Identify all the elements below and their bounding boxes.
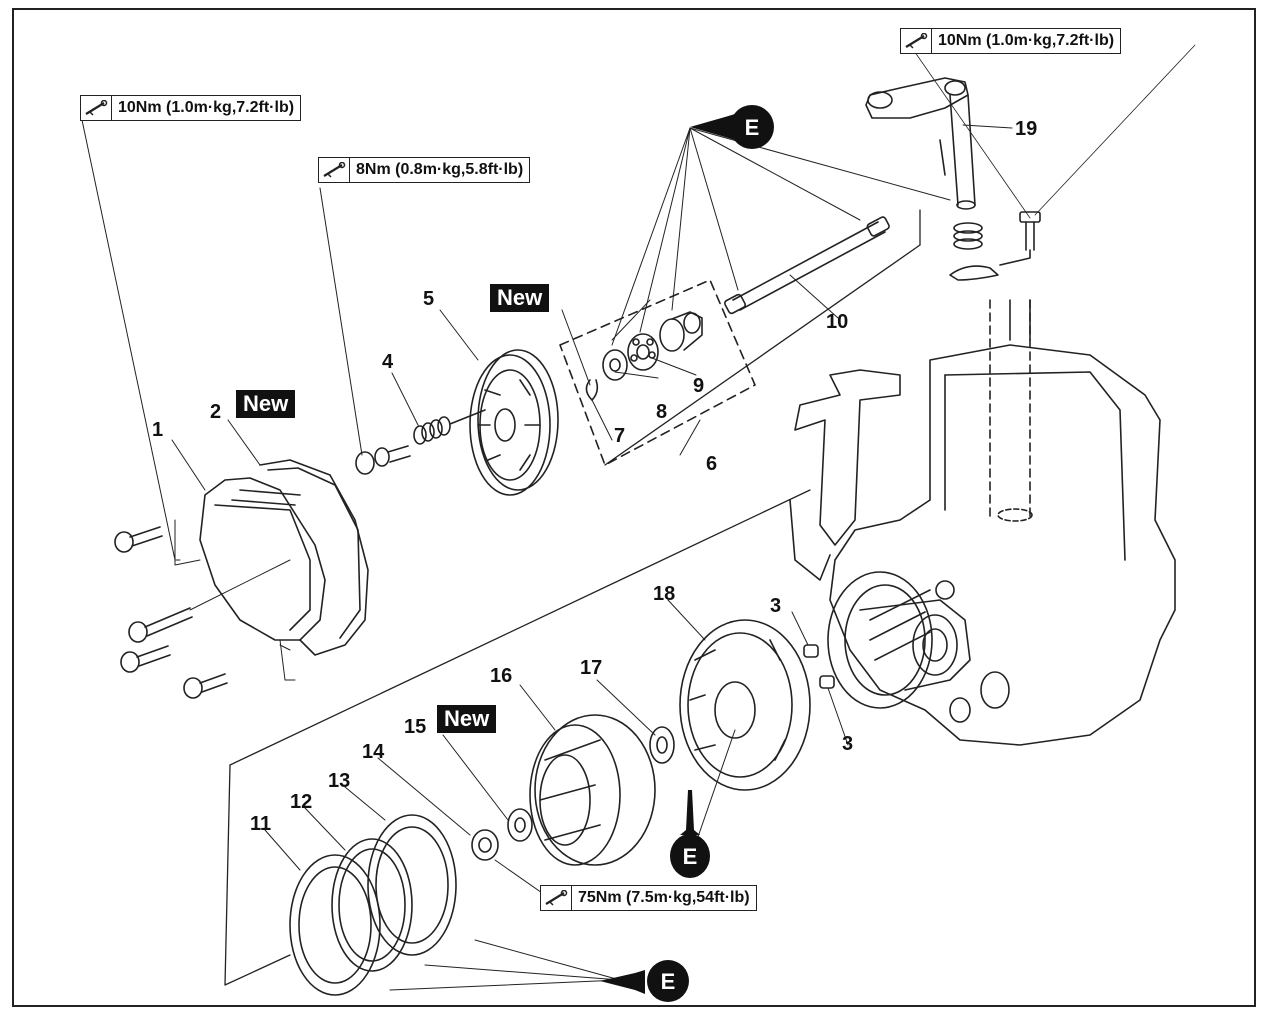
boss-nut xyxy=(471,829,499,861)
callout-9: 9 xyxy=(693,375,704,397)
lever-spring-and-bolt xyxy=(949,211,1041,281)
push-rod-1 xyxy=(659,311,703,352)
torque-wrench-icon xyxy=(901,29,932,53)
torque-spec-spring-bolt: 8Nm (0.8m·kg,5.8ft·lb) xyxy=(318,157,531,183)
push-rod xyxy=(724,216,890,315)
engine-oil-icon: E xyxy=(690,105,774,149)
spring-bolt xyxy=(355,445,411,475)
callout-leaders xyxy=(171,44,1196,896)
push-lever-shaft xyxy=(865,77,976,210)
engine-crankcase xyxy=(789,299,1176,746)
clutch-cover xyxy=(199,477,326,641)
clutch-plate-12 xyxy=(331,838,413,972)
cover-bolts xyxy=(114,526,228,699)
callout-14: 14 xyxy=(362,741,385,763)
callout-11: 11 xyxy=(250,813,271,835)
callout-3b: 3 xyxy=(842,733,853,755)
new-tag-gasket: New xyxy=(236,390,296,418)
cover-bolt-leaders xyxy=(81,119,296,681)
callout-2: 2 xyxy=(210,401,221,423)
callout-12: 12 xyxy=(290,791,312,813)
new-tag-lock-washer: New xyxy=(437,705,497,733)
clutch-housing xyxy=(679,619,811,791)
bearing xyxy=(627,333,659,371)
callout-19: 19 xyxy=(1015,118,1037,140)
callout-4: 4 xyxy=(382,351,394,373)
friction-plate-13 xyxy=(367,814,457,956)
new-tag-circlip: New xyxy=(490,284,550,312)
torque-spec-lever-bolt: 10Nm (1.0m·kg,7.2ft·lb) xyxy=(900,28,1122,54)
callout-5: 5 xyxy=(423,288,434,310)
diagram-frame xyxy=(12,8,1256,1007)
torque-wrench-icon xyxy=(541,886,572,910)
pressure-plate xyxy=(469,349,559,496)
thrust-washer xyxy=(649,726,675,764)
torque-value: 10Nm (1.0m·kg,7.2ft·lb) xyxy=(938,32,1115,49)
svg-text:E: E xyxy=(745,115,760,140)
callout-10: 10 xyxy=(826,311,848,333)
torque-wrench-icon xyxy=(81,96,112,120)
callout-1: 1 xyxy=(152,419,163,441)
callout-17: 17 xyxy=(580,657,602,679)
lock-washer xyxy=(507,808,533,842)
oil-leaders-top xyxy=(611,127,951,346)
washer xyxy=(602,349,628,381)
friction-plate-11 xyxy=(289,854,381,996)
callout-15: 15 xyxy=(404,716,426,738)
cover-gasket xyxy=(259,459,369,656)
torque-spec-cover: 10Nm (1.0m·kg,7.2ft·lb) xyxy=(80,95,302,121)
callout-16: 16 xyxy=(490,665,512,687)
torque-value: 75Nm (7.5m·kg,54ft·lb) xyxy=(578,889,750,906)
circlip xyxy=(585,379,599,401)
clutch-boss xyxy=(529,714,656,866)
callout-3a: 3 xyxy=(770,595,781,617)
engine-oil-icon: E xyxy=(670,790,710,878)
callout-13: 13 xyxy=(328,770,350,792)
svg-text:E: E xyxy=(661,969,676,994)
torque-value: 10Nm (1.0m·kg,7.2ft·lb) xyxy=(118,99,295,116)
callout-6: 6 xyxy=(706,453,717,475)
callout-7: 7 xyxy=(614,425,625,447)
svg-text:E: E xyxy=(683,844,698,869)
torque-wrench-icon xyxy=(319,158,350,182)
torque-value: 8Nm (0.8m·kg,5.8ft·lb) xyxy=(356,161,524,178)
boundary-lines xyxy=(224,209,921,986)
callout-18: 18 xyxy=(653,583,675,605)
push-rod-assembly-box xyxy=(559,279,756,466)
torque-spec-boss-nut: 75Nm (7.5m·kg,54ft·lb) xyxy=(540,885,757,911)
clutch-spring xyxy=(413,409,486,445)
dowel-pins xyxy=(803,644,835,689)
engine-oil-icon: E xyxy=(600,960,689,1002)
callout-8: 8 xyxy=(656,401,667,423)
